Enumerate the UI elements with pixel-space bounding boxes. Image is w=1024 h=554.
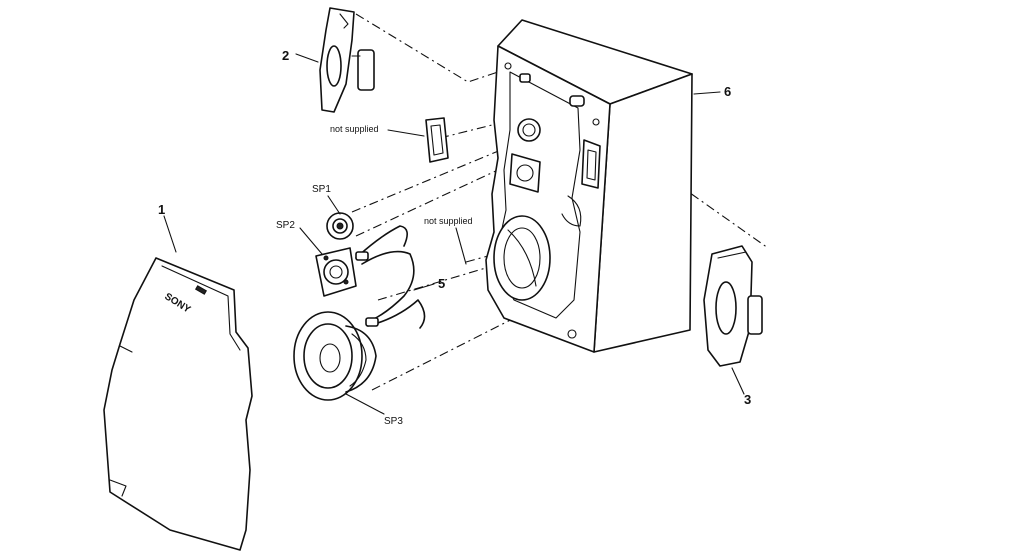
wire-harness: [355, 225, 426, 329]
callout-1: 1: [158, 202, 165, 217]
not-supplied-note-upper: not supplied: [330, 124, 379, 134]
right-side-panel: [703, 245, 763, 367]
callout-sp1: SP1: [312, 184, 331, 195]
callout-labels: 2 6 1 5 3 SP1 SP2 SP3 not supplied not s…: [158, 48, 751, 427]
callout-sp2: SP2: [276, 220, 295, 231]
callout-5: 5: [438, 276, 445, 291]
woofer-sp3: [293, 311, 377, 401]
callout-6: 6: [724, 84, 731, 99]
tweeter-sp1: [326, 212, 354, 240]
cabinet: [485, 19, 693, 353]
left-side-panel: [319, 7, 375, 113]
front-grille: [103, 257, 253, 551]
gasket-not-supplied: [425, 117, 449, 163]
not-supplied-note-lower: not supplied: [424, 216, 473, 226]
callout-sp3: SP3: [384, 416, 403, 427]
midrange-sp2: [315, 247, 357, 297]
leader-lines: [163, 53, 745, 415]
callout-2: 2: [282, 48, 289, 63]
callout-3: 3: [744, 392, 751, 407]
